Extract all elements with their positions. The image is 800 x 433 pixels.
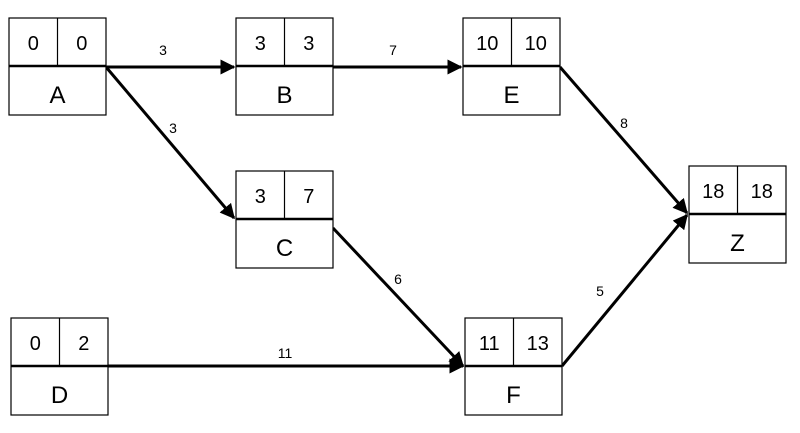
node-label: A: [49, 82, 65, 109]
edge-e-z: 8: [558, 66, 689, 215]
node-d: 0 2D: [10, 317, 109, 416]
edge-arrow: [560, 213, 689, 367]
edge-weight-label: 3: [159, 42, 167, 58]
node-early-time: 3: [255, 33, 266, 55]
edge-b-e: 7: [333, 42, 463, 75]
edge-weight-label: 5: [596, 283, 604, 299]
edge-f-z: 5: [560, 213, 689, 367]
node-late-time: 18: [751, 181, 773, 203]
edge-arrow: [104, 66, 236, 220]
edge-arrow: [558, 66, 689, 215]
edge-weight-label: 6: [394, 271, 402, 287]
edge-arrow: [331, 226, 465, 368]
node-a: 0 0A: [8, 17, 107, 116]
edge-weight-label: 11: [278, 345, 293, 361]
edge-d-f: 11: [108, 345, 465, 374]
node-b: 3 3B: [235, 17, 334, 116]
node-early-time: 11: [479, 333, 500, 355]
node-early-time: 3: [255, 186, 266, 208]
node-z: 18 18Z: [688, 165, 787, 264]
node-label: E: [503, 82, 519, 109]
node-late-time: 7: [303, 186, 314, 208]
node-early-time: 10: [476, 33, 498, 55]
node-f: 11 13F: [464, 317, 563, 416]
node-e: 10 10E: [462, 17, 561, 116]
node-late-time: 13: [527, 333, 549, 355]
edge-weight-label: 3: [169, 120, 177, 136]
edge-weight-label: 7: [389, 42, 397, 58]
node-late-time: 0: [76, 33, 87, 55]
edge-weight-label: 8: [620, 115, 628, 131]
node-late-time: 10: [525, 33, 547, 55]
node-late-time: 3: [303, 33, 314, 55]
node-late-time: 2: [78, 333, 89, 355]
node-label: F: [506, 382, 521, 409]
edge-a-b: 3: [106, 42, 236, 75]
edge-a-c: 3: [104, 66, 236, 220]
node-early-time: 0: [30, 333, 41, 355]
node-early-time: 18: [702, 181, 724, 203]
edges-layer: 3 7 3 8 6 11 5: [104, 42, 689, 374]
node-label: B: [276, 82, 292, 109]
node-c: 3 7C: [235, 170, 334, 269]
edge-c-f: 6: [331, 226, 465, 368]
node-label: Z: [730, 230, 745, 257]
node-early-time: 0: [28, 33, 39, 55]
node-label: C: [276, 235, 293, 262]
node-label: D: [51, 382, 68, 409]
